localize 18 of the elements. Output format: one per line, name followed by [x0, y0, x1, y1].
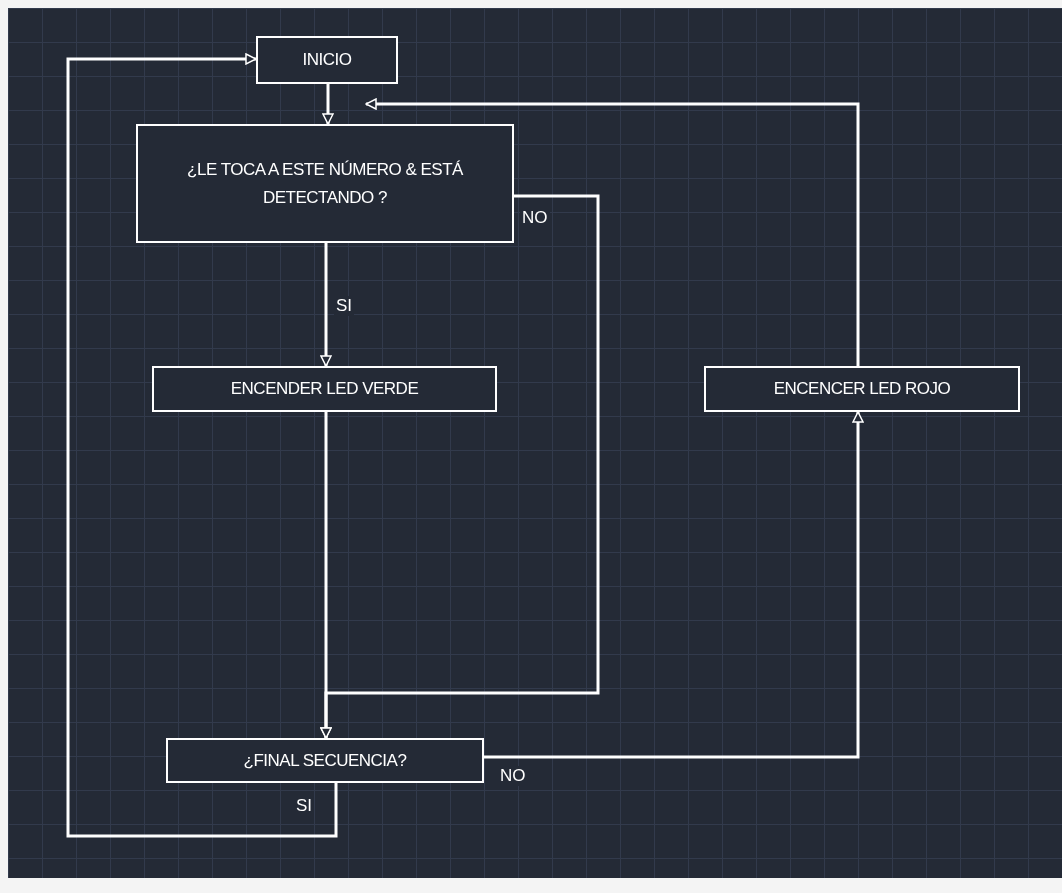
process-box — [704, 366, 1020, 412]
decision-box — [136, 124, 514, 243]
decision-box — [166, 738, 484, 783]
node-text: ENCENDER LED VERDE — [230, 378, 419, 400]
arrow — [365, 98, 860, 366]
node-text: ¿FINAL SECUENCIA? — [243, 749, 407, 772]
node-text: ¿LE TOCA A ESTE NÚMERO & ESTÁ DETECTANDO ? — [186, 158, 464, 209]
node-text: ENCENCER LED ROJO — [773, 378, 951, 400]
edge-label: SI — [334, 296, 355, 316]
node-text: INICIO — [302, 49, 352, 71]
arrow — [66, 53, 338, 838]
process-box — [256, 36, 398, 84]
edge-label: NO — [498, 766, 528, 786]
arrow — [320, 412, 332, 739]
process-box — [152, 366, 497, 412]
arrow — [322, 84, 334, 125]
arrow — [320, 243, 332, 367]
arrow — [484, 411, 864, 759]
